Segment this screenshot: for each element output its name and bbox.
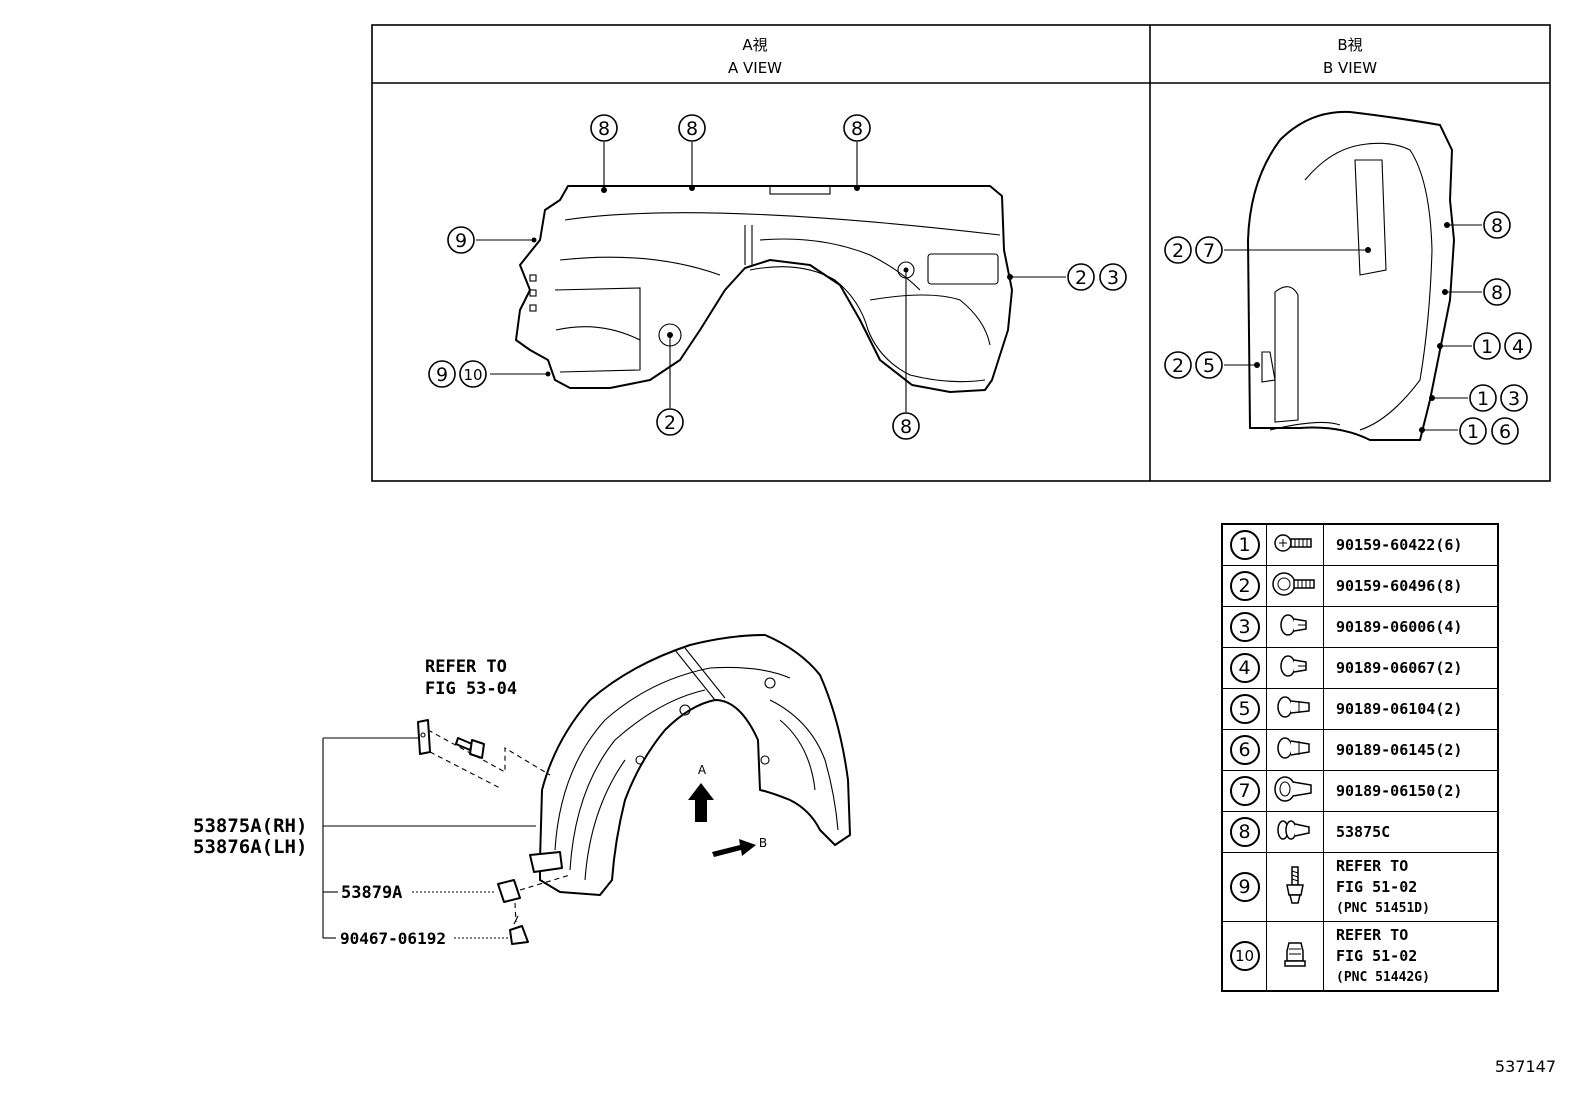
refer-to-line1: REFER TO	[425, 657, 507, 677]
refer-to-line2: FIG 53-04	[425, 679, 517, 699]
callout-a-3: 8	[851, 118, 863, 140]
callout-b-7b: 6	[1499, 421, 1511, 443]
bracket-part	[497, 879, 521, 903]
callout-b-1b: 7	[1203, 240, 1215, 262]
view-arrow-a-label: A	[698, 763, 707, 777]
item-number: 1	[1229, 530, 1260, 560]
assembly-dashes	[427, 729, 571, 923]
b-view-title-en: B VIEW	[1323, 59, 1377, 77]
table-row: 8 53875C	[1221, 811, 1499, 853]
nut-icon	[1284, 942, 1306, 967]
view-arrow-b-label: B	[759, 836, 767, 850]
item-number: 9	[1229, 872, 1260, 902]
callout-a-4: 9	[455, 230, 467, 252]
refer-line2: FIG 51-02	[1336, 946, 1418, 965]
table-row: 5 90189-06104(2)	[1221, 688, 1499, 730]
part-code: 90189-06067(2)	[1323, 647, 1499, 689]
callout-a-7: 2	[664, 412, 676, 434]
table-row: 7 90189-06150(2)	[1221, 770, 1499, 812]
part-code: 90159-60496(8)	[1323, 565, 1499, 607]
b-view-callouts: 2 7 2 5 8 8 1 4 1 3 1 6	[1164, 211, 1532, 445]
label-53879a: 53879A	[341, 883, 402, 903]
callout-a-6b: 3	[1107, 267, 1119, 289]
callout-b-5b: 4	[1512, 336, 1524, 358]
a-view-title-jp: A視	[742, 36, 767, 54]
callout-b-7a: 1	[1467, 421, 1479, 443]
label-53876a: 53876A(LH)	[193, 836, 307, 858]
part-code: 90189-06145(2)	[1323, 729, 1499, 771]
label-90467: 90467-06192	[340, 929, 446, 948]
a-view-title-en: A VIEW	[728, 59, 782, 77]
item-number: 8	[1229, 817, 1260, 847]
parts-legend-table: 1 90159-60422(6) 2 90159-60496(8) 3 9018…	[1221, 523, 1499, 992]
item-number: 4	[1229, 653, 1260, 683]
item-number: 2	[1229, 571, 1260, 601]
callout-b-5a: 1	[1481, 336, 1493, 358]
b-view-leaders	[1224, 224, 1482, 431]
table-row: 2 90159-60496(8)	[1221, 565, 1499, 607]
a-view-liner	[515, 185, 1013, 393]
table-row: 9 REFER TO FIG 51-02 (PNC 51451D)	[1221, 852, 1499, 922]
table-row: 10 REFER TO FIG 51-02 (PNC 51442G)	[1221, 921, 1499, 992]
callout-a-6a: 2	[1075, 267, 1087, 289]
part-code: 90159-60422(6)	[1323, 523, 1499, 566]
table-row: 6 90189-06145(2)	[1221, 729, 1499, 771]
callout-b-3: 8	[1491, 215, 1503, 237]
clip-icon	[1280, 614, 1307, 636]
refer-line2: FIG 51-02	[1336, 877, 1418, 896]
item-number: 7	[1229, 776, 1260, 806]
callout-b-1a: 2	[1172, 240, 1184, 262]
bolt-icon	[1286, 866, 1304, 904]
part-code: 90189-06104(2)	[1323, 688, 1499, 730]
fender-liner-illustration	[529, 634, 851, 896]
screw-icon	[1274, 534, 1312, 552]
callout-b-6b: 3	[1508, 388, 1520, 410]
item-number: 6	[1229, 735, 1260, 765]
clip-icon	[1274, 776, 1312, 802]
label-leaders	[322, 737, 536, 939]
refer-pnc: (PNC 51451D)	[1336, 900, 1430, 916]
table-row: 4 90189-06067(2)	[1221, 647, 1499, 689]
clip-part-upper	[417, 719, 431, 755]
a-view-leaders	[476, 142, 1066, 412]
view-arrow-b	[712, 839, 756, 857]
view-arrow-a	[688, 783, 714, 822]
bolt-part	[455, 737, 485, 759]
callout-a-1: 8	[598, 118, 610, 140]
screw-washer-icon	[1272, 572, 1315, 596]
refer-pnc: (PNC 51442G)	[1336, 969, 1430, 985]
callout-a-5a: 9	[436, 364, 448, 386]
callout-b-4: 8	[1491, 282, 1503, 304]
table-row: 3 90189-06006(4)	[1221, 606, 1499, 648]
table-row: 1 90159-60422(6)	[1221, 523, 1499, 566]
item-number: 5	[1229, 694, 1260, 724]
refer-line1: REFER TO	[1336, 856, 1409, 875]
clip-icon	[1277, 696, 1310, 718]
item-number: 3	[1229, 612, 1260, 642]
callout-a-8: 8	[900, 416, 912, 438]
item-number: 10	[1229, 941, 1260, 971]
clip-part-lower	[509, 915, 529, 945]
part-code: 90189-06006(4)	[1323, 606, 1499, 648]
view-frame	[371, 24, 1551, 482]
callout-a-2: 8	[686, 118, 698, 140]
push-clip-icon	[1277, 820, 1310, 840]
b-view-title-jp: B視	[1337, 36, 1362, 54]
figure-number: 537147	[1494, 1057, 1556, 1076]
callout-a-5b: 10	[463, 366, 482, 384]
callout-b-2a: 2	[1172, 355, 1184, 377]
refer-line1: REFER TO	[1336, 925, 1409, 944]
clip-icon	[1280, 655, 1307, 677]
b-view-liner	[1247, 110, 1455, 441]
part-code: 53875C	[1323, 811, 1499, 853]
a-view-callouts: 8 8 8 9 9 10 2 3 2 8	[428, 114, 1127, 440]
label-53875a: 53875A(RH)	[193, 815, 307, 837]
part-code: 90189-06150(2)	[1323, 770, 1499, 812]
callout-b-2b: 5	[1203, 355, 1215, 377]
clip-icon	[1277, 737, 1310, 759]
callout-b-6a: 1	[1477, 388, 1489, 410]
